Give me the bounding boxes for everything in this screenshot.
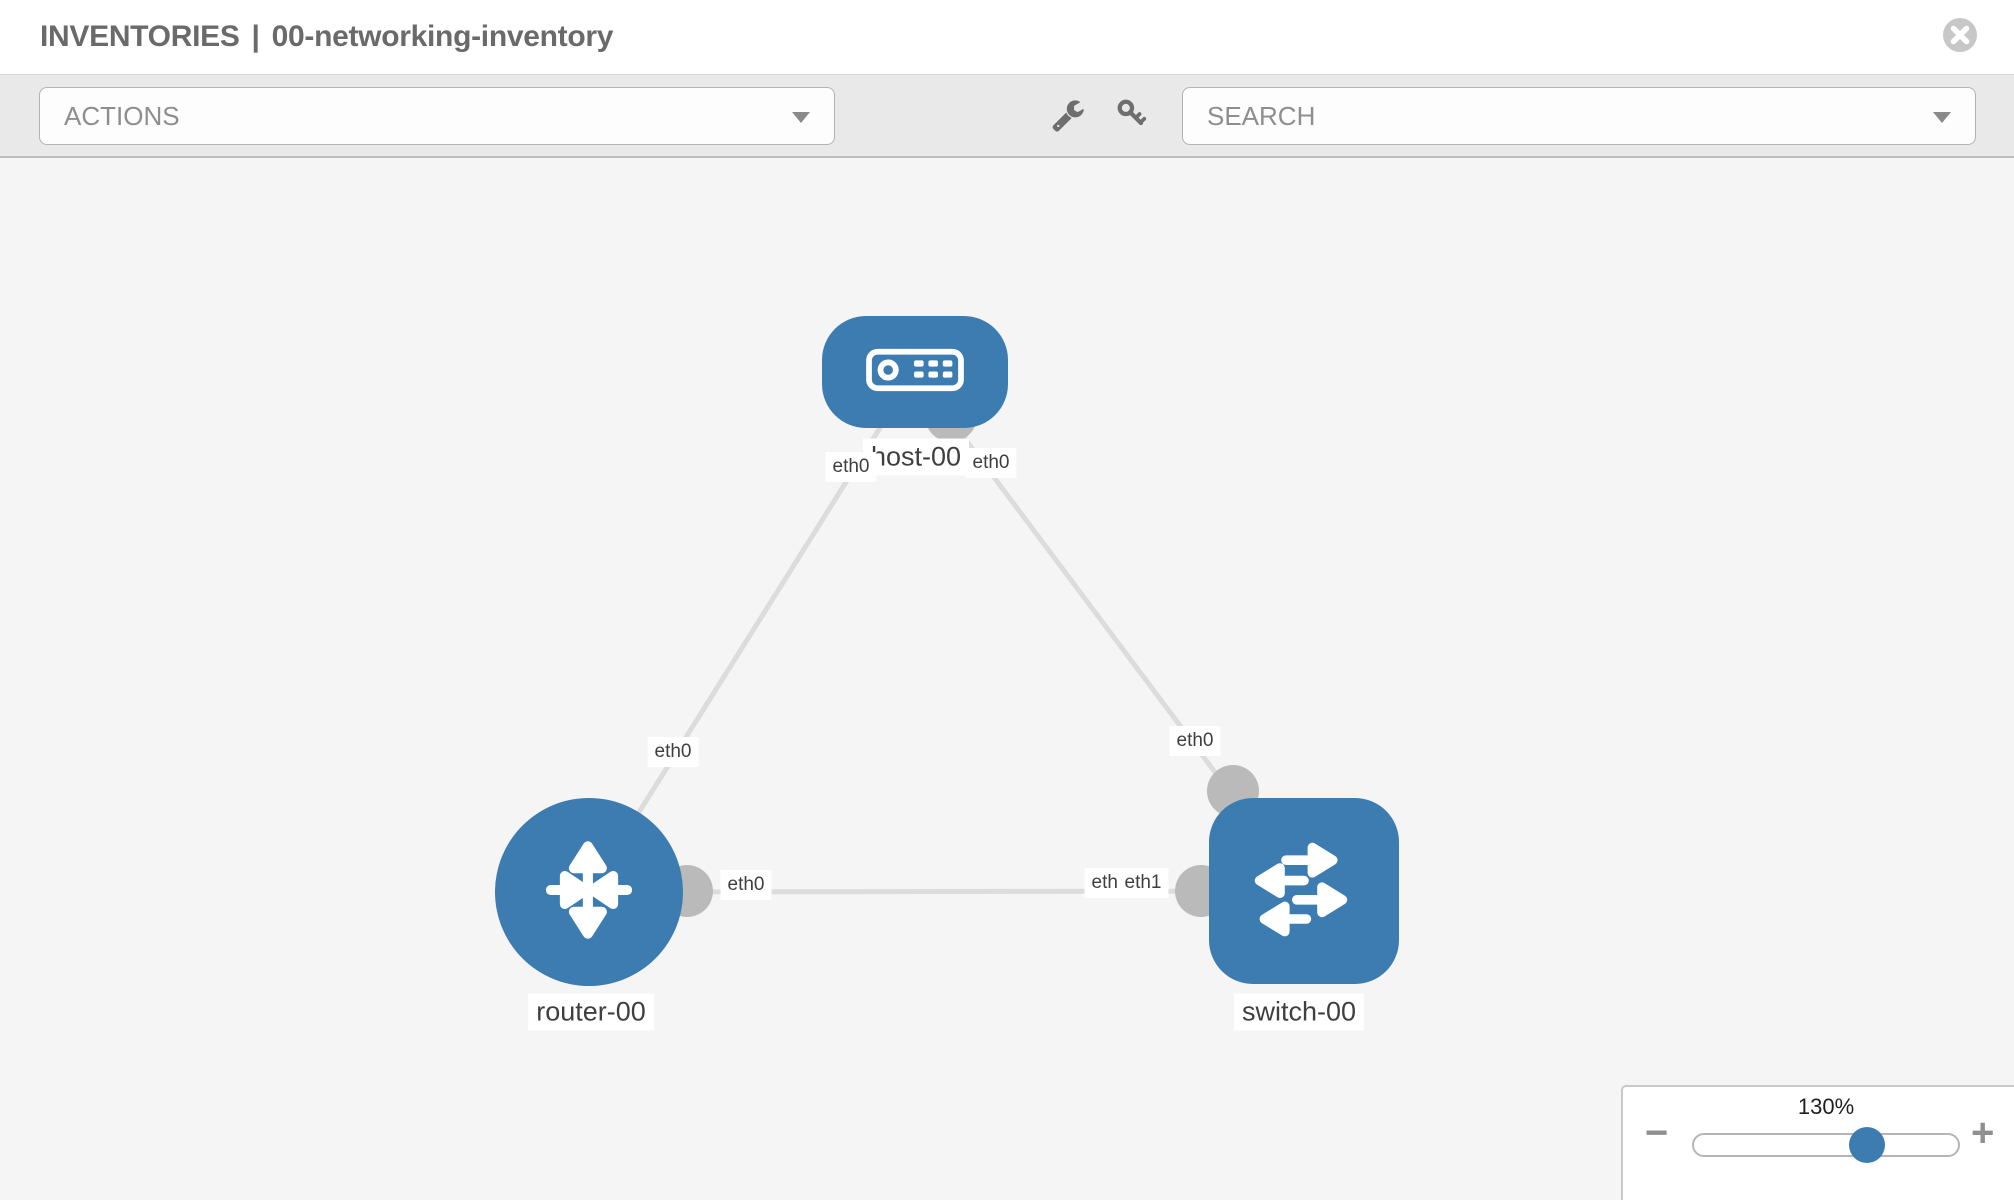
close-button[interactable] <box>1941 16 1979 54</box>
key-icon <box>1115 99 1149 135</box>
iface-label-host-eth0-left: eth0 <box>825 452 877 482</box>
node-label-host-00: host-00 <box>862 438 970 476</box>
node-host-00[interactable] <box>822 316 1008 428</box>
node-router-00[interactable] <box>495 798 683 986</box>
page-title: 00-networking-inventory <box>271 20 614 53</box>
zoom-panel: 130% − + <box>1621 1085 2014 1200</box>
search-dropdown-label: SEARCH <box>1207 100 1316 131</box>
iface-label-switch-eth1: eth1 <box>1117 868 1169 898</box>
chevron-down-icon <box>1933 112 1951 123</box>
tools-button[interactable] <box>1049 97 1087 135</box>
switch-icon <box>1244 829 1364 954</box>
zoom-slider-thumb[interactable] <box>1849 1127 1885 1163</box>
minus-icon: − <box>1645 1111 1669 1155</box>
chevron-down-icon <box>792 112 810 123</box>
zoom-slider-track[interactable] <box>1692 1127 1960 1163</box>
zoom-out-button[interactable]: − <box>1645 1113 1668 1153</box>
node-switch-00[interactable] <box>1209 798 1399 984</box>
plus-icon: + <box>1971 1111 1995 1155</box>
iface-label-router-eth0-link: eth0 <box>720 870 772 900</box>
breadcrumb-section: INVENTORIES <box>40 20 240 53</box>
zoom-in-button[interactable]: + <box>1971 1113 1994 1153</box>
topology-canvas[interactable]: host-00 router-00 switch-00 eth0 eth0 et… <box>0 158 2014 1200</box>
circle-x-icon <box>1941 18 1979 57</box>
wrench-icon <box>1051 99 1085 135</box>
host-device-icon <box>865 347 965 398</box>
search-dropdown[interactable]: SEARCH <box>1182 87 1976 145</box>
node-label-router-00: router-00 <box>528 993 654 1031</box>
iface-label-switch-eth0-upper: eth0 <box>1169 726 1221 756</box>
iface-label-router-eth0-upper: eth0 <box>647 737 699 767</box>
topology-edges <box>586 370 1307 917</box>
breadcrumb-separator: | <box>251 20 260 53</box>
toolbar: ACTIONS SEARCH <box>0 74 2014 158</box>
actions-dropdown[interactable]: ACTIONS <box>39 87 835 145</box>
key-button[interactable] <box>1113 97 1151 135</box>
actions-dropdown-label: ACTIONS <box>64 100 180 131</box>
zoom-level-value: 130% <box>1797 1094 1855 1119</box>
node-label-switch-00: switch-00 <box>1233 993 1365 1031</box>
router-icon <box>533 834 645 951</box>
iface-label-host-eth0-right: eth0 <box>965 448 1017 478</box>
breadcrumb: INVENTORIES | 00-networking-inventory <box>40 20 613 54</box>
page-header: INVENTORIES | 00-networking-inventory <box>0 0 2014 74</box>
